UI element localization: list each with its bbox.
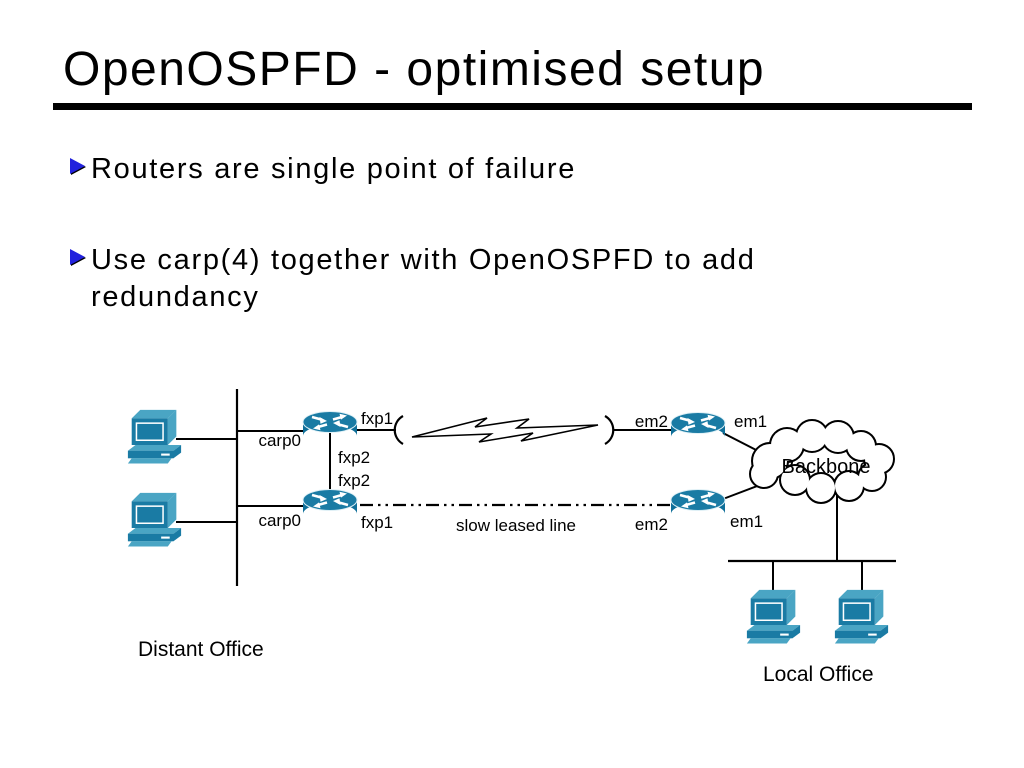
bullet-item-2: Use carp(4) together with OpenOSPFD to a… [70,242,756,316]
bullet-triangle-icon [70,249,85,265]
bullet-item-1: Routers are single point of failure [70,151,576,188]
label-router4-em1: em1 [730,512,763,531]
workstation-icon-distant-1 [127,409,182,465]
wan-endpoint-arc-right [604,415,615,445]
router-icon-local-backup [669,488,727,516]
label-router2-fxp1: fxp1 [361,513,393,532]
label-router2-fxp2: fxp2 [338,471,370,490]
router-icon-distant-backup [301,488,359,516]
label-slow-leased-line: slow leased line [456,516,576,535]
label-router1-fxp1: fxp1 [361,409,393,428]
label-router3-em2: em2 [635,412,668,431]
label-router2-carp0: carp0 [258,511,301,530]
backbone-cloud: Backbone [749,419,895,504]
cloud-fill [751,421,893,502]
workstation-icon-local-2 [834,589,889,645]
label-router4-em2: em2 [635,515,668,534]
bullet-text-2: Use carp(4) together with OpenOSPFD to a… [91,242,756,316]
lightning-bolt-icon [411,417,599,443]
title-underline [53,103,972,110]
bullet-line: redundancy [91,281,260,313]
label-router1-carp0: carp0 [258,431,301,450]
page-title: OpenOSPFD - optimised setup [63,43,766,96]
label-router3-em1: em1 [734,412,767,431]
label-router1-fxp2: fxp2 [338,448,370,467]
backbone-label: Backbone [782,456,871,478]
bullet-line: Use carp(4) together with OpenOSPFD to a… [91,244,756,276]
label-distant-office: Distant Office [138,638,264,661]
bullet-triangle-icon [70,158,85,174]
router-icon-distant-primary [301,410,359,438]
workstation-icon-distant-2 [127,492,182,548]
bullet-line: Routers are single point of failure [91,153,577,185]
label-local-office: Local Office [763,663,874,686]
workstation-icon-local-1 [746,589,801,645]
router-icon-local-primary [669,411,727,439]
wan-endpoint-arc-left [393,415,404,445]
bullet-text-1: Routers are single point of failure [91,151,576,188]
